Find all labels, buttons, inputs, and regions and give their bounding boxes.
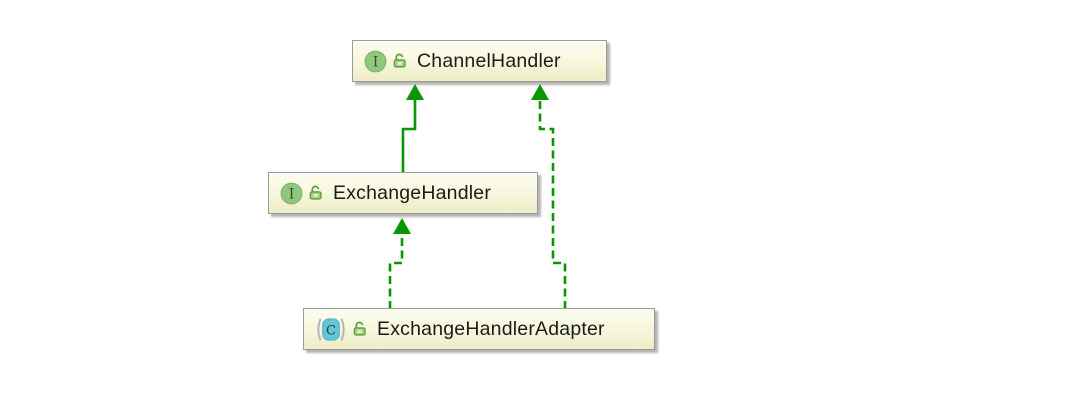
edge-exchangehandler-extends-channelhandler[interactable]	[401, 84, 424, 173]
svg-text:C: C	[326, 323, 336, 338]
implements-arrowhead-icon	[393, 218, 411, 234]
public-unlocked-icon	[353, 321, 366, 336]
class-icon: C	[317, 317, 345, 341]
svg-text:I: I	[373, 54, 378, 70]
edge-line-solid[interactable]	[401, 99, 417, 173]
interface-icon: I	[280, 182, 303, 204]
edge-line-dashed[interactable]	[538, 99, 567, 309]
node-label: ChannelHandler	[417, 49, 561, 72]
node-exchangehandleradapter[interactable]: C ExchangeHandlerAdapter	[303, 308, 655, 350]
node-label: ExchangeHandler	[333, 181, 492, 204]
public-unlocked-icon	[393, 53, 406, 68]
implements-arrowhead-icon	[531, 84, 549, 100]
extends-arrowhead-icon	[406, 84, 424, 100]
edge-exchangehandleradapter-implements-exchangehandler[interactable]	[388, 218, 411, 309]
edge-exchangehandleradapter-implements-channelhandler[interactable]	[531, 84, 567, 309]
svg-text:I: I	[289, 186, 294, 202]
node-exchangehandler[interactable]: I ExchangeHandler	[268, 172, 538, 214]
node-label: ExchangeHandlerAdapter	[377, 317, 605, 340]
edge-line-dashed[interactable]	[388, 233, 404, 309]
interface-icon: I	[364, 50, 387, 72]
node-channelhandler[interactable]: I ChannelHandler	[352, 40, 607, 82]
public-unlocked-icon	[309, 185, 322, 200]
